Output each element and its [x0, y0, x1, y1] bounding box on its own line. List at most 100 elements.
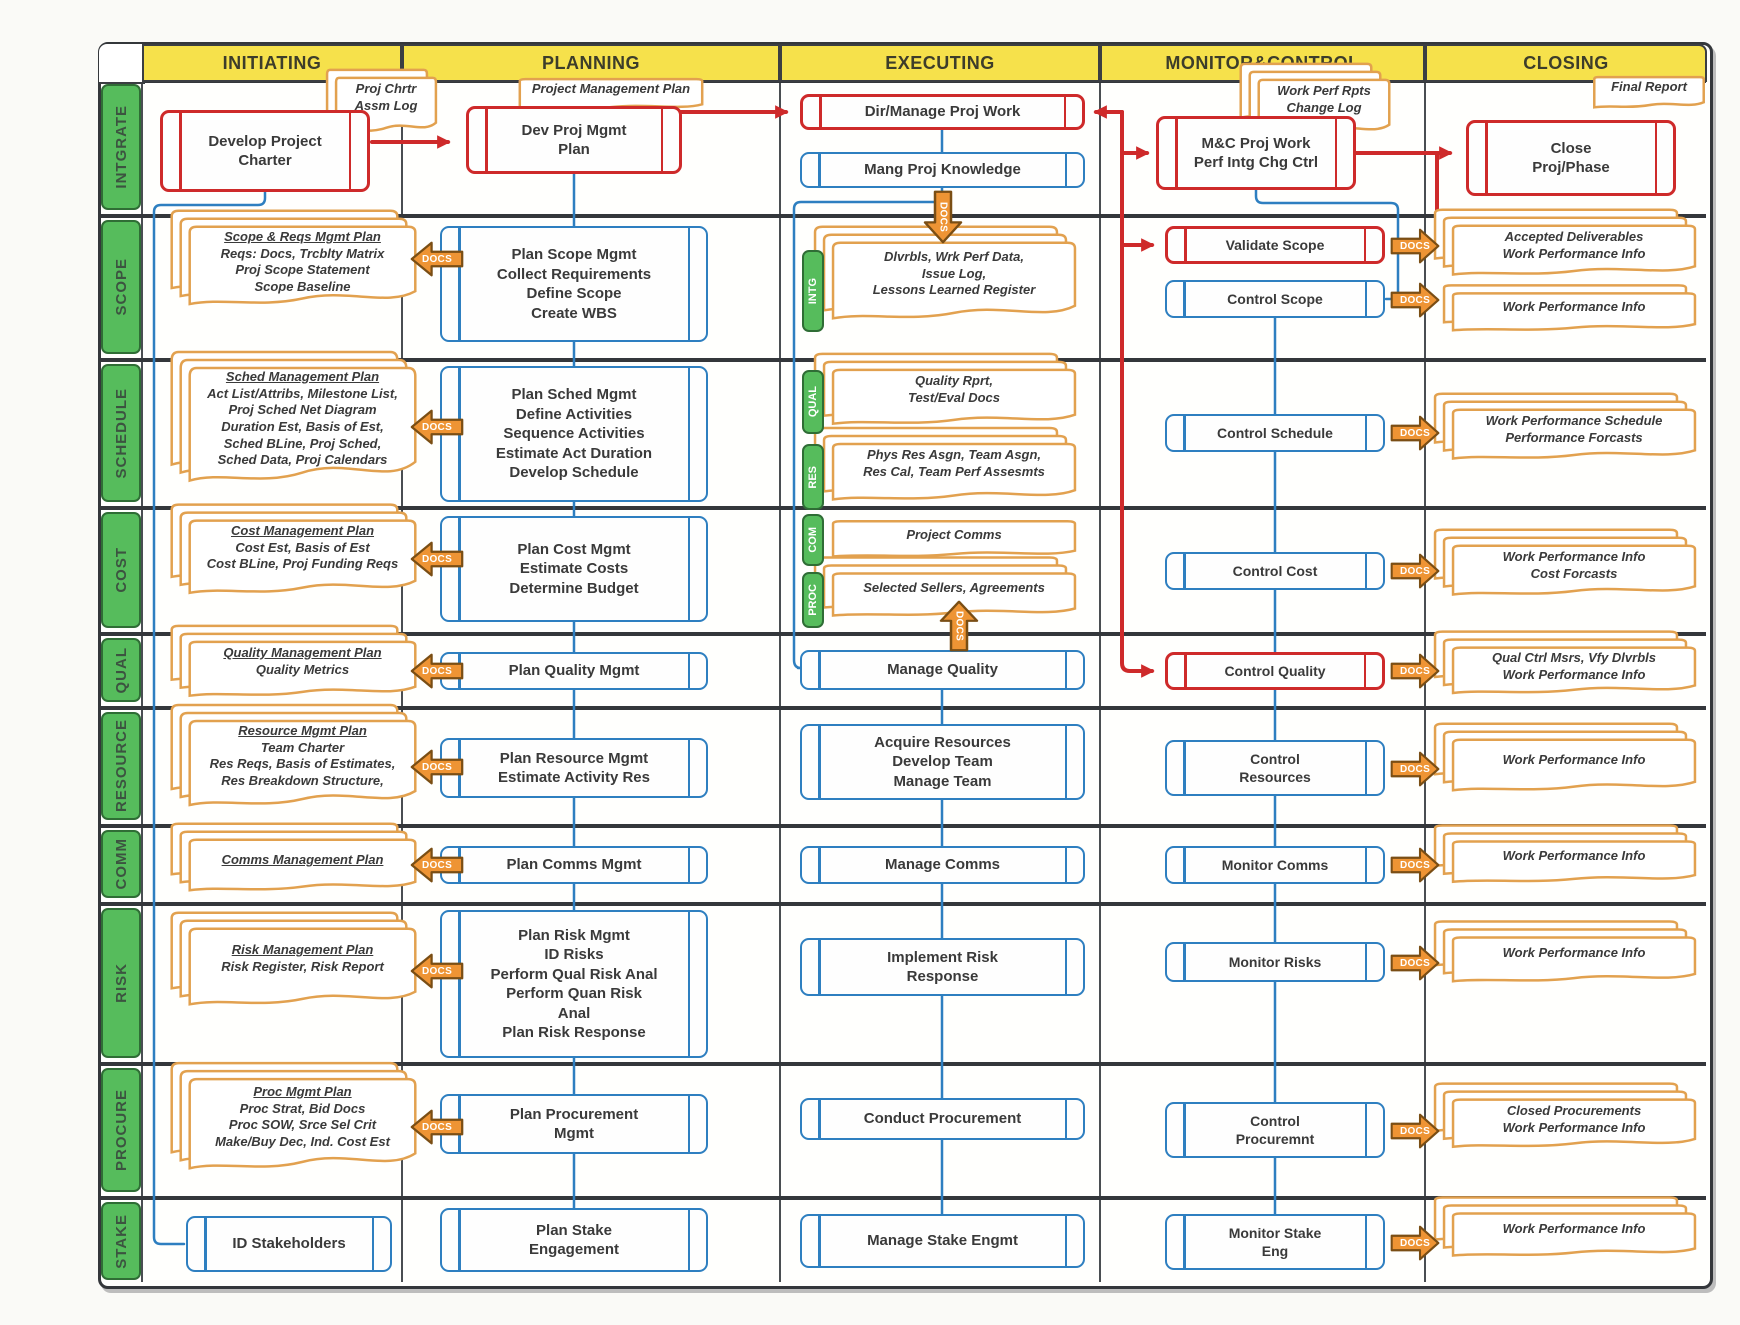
process-control-scope: Control Scope [1165, 280, 1385, 318]
doc-com-outputs: Project Comms [828, 520, 1080, 562]
grid-row-border [99, 1196, 1706, 1200]
process-control-quality: Control Quality [1165, 652, 1385, 690]
process-dir-manage-proj-work: Dir/Manage Proj Work [800, 94, 1085, 130]
docs-arrow-right-control-quality: DOCS [1390, 652, 1440, 690]
grid-row-border [99, 1062, 1706, 1066]
process-control-schedule: Control Schedule [1165, 414, 1385, 452]
row-label-schedule: SCHEDULE [101, 364, 141, 502]
header-closing: CLOSING [1425, 44, 1707, 82]
docs-arrow-right-control-scope: DOCS [1390, 281, 1440, 319]
docs-arrow-left-scope: DOCS [410, 240, 464, 278]
process-validate-scope: Validate Scope [1165, 226, 1385, 264]
process-monitor-comms: Monitor Comms [1165, 846, 1385, 884]
row-label-procure: PROCURE [101, 1068, 141, 1192]
process-plan-comms-mgmt: Plan Comms Mgmt [440, 846, 708, 884]
process-dev-proj-mgmt-plan: Dev Proj Mgmt Plan [466, 106, 682, 174]
header-planning: PLANNING [402, 44, 780, 82]
doc-res-outputs: Phys Res Asgn, Team Asgn, Res Cal, Team … [828, 442, 1080, 508]
process-id-stakeholders: ID Stakeholders [186, 1216, 392, 1272]
row-label-scope: SCOPE [101, 220, 141, 354]
docs-arrow-right-control-procurement: DOCS [1390, 1112, 1440, 1150]
tag-qual: QUAL [802, 370, 824, 434]
row-label-cost: COST [101, 512, 141, 628]
docs-arrow-right-control-schedule: DOCS [1390, 414, 1440, 452]
process-manage-comms: Manage Comms [800, 846, 1085, 884]
row-label-qual: QUAL [101, 638, 141, 702]
table-corner-cell [99, 44, 145, 84]
process-conduct-procurement: Conduct Procurement [800, 1098, 1085, 1140]
doc-resource-work-perf: Work Performance Info [1448, 738, 1700, 798]
doc-accepted-deliverables: Accepted Deliverables Work Performance I… [1448, 224, 1700, 282]
tag-intg: INTG [802, 250, 824, 332]
process-mc-proj-work: M&C Proj Work Perf Intg Chg Ctrl [1156, 116, 1356, 190]
grid-divider [1099, 44, 1101, 1282]
doc-cost-work-perf: Work Performance Info Cost Forcasts [1448, 544, 1700, 602]
tag-com: COM [802, 514, 824, 566]
process-control-resources: Control Resources [1165, 740, 1385, 796]
docs-arrow-left-cost: DOCS [410, 540, 464, 578]
process-plan-risk-mgmt: Plan Risk Mgmt ID Risks Perform Qual Ris… [440, 910, 708, 1058]
docs-arrow-left-qual: DOCS [410, 652, 464, 690]
process-plan-stake-engagement: Plan Stake Engagement [440, 1208, 708, 1272]
process-plan-scope-mgmt: Plan Scope Mgmt Collect Requirements Def… [440, 226, 708, 342]
process-manage-quality: Manage Quality [800, 650, 1085, 690]
doc-final-report: Final Report [1592, 76, 1706, 112]
process-plan-quality-mgmt: Plan Quality Mgmt [440, 652, 708, 690]
docs-arrow-left-resource: DOCS [410, 748, 464, 786]
docs-arrow-right-control-cost: DOCS [1390, 552, 1440, 590]
doc-comm-work-perf: Work Performance Info [1448, 840, 1700, 888]
header-executing: EXECUTING [780, 44, 1100, 82]
process-develop-project-charter: Develop Project Charter [160, 110, 370, 192]
process-monitor-stake-eng: Monitor Stake Eng [1165, 1214, 1385, 1270]
row-label-stake: STAKE [101, 1202, 141, 1280]
grid-row-border [99, 214, 1706, 218]
row-label-resource: RESOURCE [101, 712, 141, 820]
docs-arrow-right-control-resources: DOCS [1390, 750, 1440, 788]
doc-intg-outputs: Dlvrbls, Wrk Perf Data, Issue Log, Lesso… [828, 240, 1080, 330]
doc-sched-work-perf: Work Performance Schedule Performance Fo… [1448, 408, 1700, 466]
process-plan-cost-mgmt: Plan Cost Mgmt Estimate Costs Determine … [440, 516, 708, 622]
process-plan-procurement-mgmt: Plan Procurement Mgmt [440, 1094, 708, 1154]
grid-row-border [99, 506, 1706, 510]
grid-row-border [99, 706, 1706, 710]
grid-divider [779, 44, 781, 1282]
process-plan-resource-mgmt: Plan Resource Mgmt Estimate Activity Res [440, 738, 708, 798]
doc-proc-outputs: Selected Sellers, Agreements [828, 572, 1080, 622]
docs-arrow-left-comm: DOCS [410, 846, 464, 884]
process-manage-stake-engmt: Manage Stake Engmt [800, 1214, 1085, 1268]
row-label-risk: RISK [101, 908, 141, 1058]
process-monitor-risks: Monitor Risks [1165, 942, 1385, 982]
grid-divider [141, 44, 143, 1282]
grid-row-border [99, 902, 1706, 906]
docs-arrow-right-validate-scope: DOCS [1390, 227, 1440, 265]
process-acquire-resources: Acquire Resources Develop Team Manage Te… [800, 724, 1085, 800]
process-control-cost: Control Cost [1165, 552, 1385, 590]
doc-comms-management-plan: Comms Management Plan [185, 838, 420, 898]
docs-arrow-right-monitor-risks: DOCS [1390, 944, 1440, 982]
docs-arrow-right-monitor-stake: DOCS [1390, 1224, 1440, 1262]
grid-row-border [99, 632, 1706, 636]
row-label-integrate: INTGRATE [101, 84, 141, 210]
docs-arrow-down-integrate: DOCS [922, 190, 964, 244]
grid-row-border [99, 824, 1706, 828]
header-initiating: INITIATING [142, 44, 402, 82]
docs-arrow-left-risk: DOCS [410, 952, 464, 990]
docs-arrow-left-procure: DOCS [410, 1108, 464, 1146]
process-implement-risk-response: Implement Risk Response [800, 938, 1085, 996]
doc-scope-work-perf-info: Work Performance Info [1448, 292, 1700, 336]
docs-arrow-up-cost: DOCS [938, 600, 980, 652]
docs-arrow-right-monitor-comms: DOCS [1390, 846, 1440, 884]
process-control-procurement: Control Procuremnt [1165, 1102, 1385, 1158]
doc-qual-outputs: Quality Rprt, Test/Eval Docs [828, 368, 1080, 432]
tag-res: RES [802, 444, 824, 510]
doc-project-management-plan: Project Management Plan [516, 78, 706, 114]
doc-qual-work-perf: Qual Ctrl Msrs, Vfy Dlvrbls Work Perform… [1448, 646, 1700, 700]
process-close-proj-phase: Close Proj/Phase [1466, 120, 1676, 196]
